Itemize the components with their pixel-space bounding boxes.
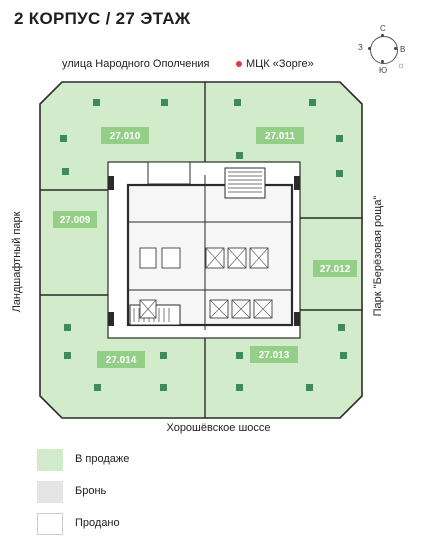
- unit-label-text: 27.010: [110, 131, 141, 142]
- building-core: [107, 161, 301, 339]
- unit-label-text: 27.009: [60, 215, 91, 226]
- street-label-left: Ландшафтный парк: [11, 211, 23, 313]
- building-columns: [60, 99, 347, 391]
- metro-station: МЦК «Зорге»: [236, 58, 314, 70]
- unit-label-text: 27.014: [106, 355, 137, 366]
- page-title: 2 КОРПУС / 27 ЭТАЖ: [14, 9, 191, 28]
- unit-label-27-011[interactable]: 27.011: [256, 127, 304, 144]
- legend-swatch: [37, 513, 63, 535]
- compass-tick-icon: [381, 60, 384, 63]
- unit-label-27-014[interactable]: 27.014: [97, 351, 145, 368]
- legend-label: В продаже: [75, 453, 130, 465]
- unit-27-011[interactable]: [205, 82, 362, 218]
- unit-label-text: 27.012: [320, 264, 351, 275]
- compass: С В Ю З ☼: [358, 24, 408, 75]
- unit-label-27-012[interactable]: 27.012: [313, 260, 357, 277]
- street-label-top: улица Народного Ополчения: [62, 58, 210, 70]
- compass-south: Ю: [379, 66, 388, 75]
- street-label-bottom: Хорошёвское шоссе: [166, 422, 271, 434]
- street-label-right: Парк "Берёзовая роща": [372, 195, 384, 317]
- unit-label-27-013[interactable]: 27.013: [250, 346, 298, 363]
- legend-label: Бронь: [75, 485, 107, 497]
- metro-icon: [236, 61, 242, 67]
- compass-west: З: [358, 43, 363, 52]
- legend-swatch: [37, 449, 63, 471]
- compass-east: В: [400, 45, 406, 54]
- metro-label: МЦК «Зорге»: [246, 58, 314, 70]
- unit-label-text: 27.011: [265, 131, 295, 142]
- sun-icon: ☼: [397, 60, 406, 70]
- compass-ring-icon: [370, 36, 398, 64]
- outer-wall: [39, 81, 363, 419]
- interior-walls: [40, 82, 362, 418]
- compass-tick-icon: [381, 34, 384, 37]
- unit-label-text: 27.013: [259, 350, 290, 361]
- compass-north: С: [380, 24, 386, 33]
- legend-swatch: [37, 481, 63, 503]
- unit-label-27-010[interactable]: 27.010: [101, 127, 149, 144]
- compass-tick-icon: [368, 47, 371, 50]
- compass-tick-icon: [394, 47, 397, 50]
- unit-label-27-009[interactable]: 27.009: [53, 211, 97, 228]
- legend-label: Продано: [75, 517, 120, 529]
